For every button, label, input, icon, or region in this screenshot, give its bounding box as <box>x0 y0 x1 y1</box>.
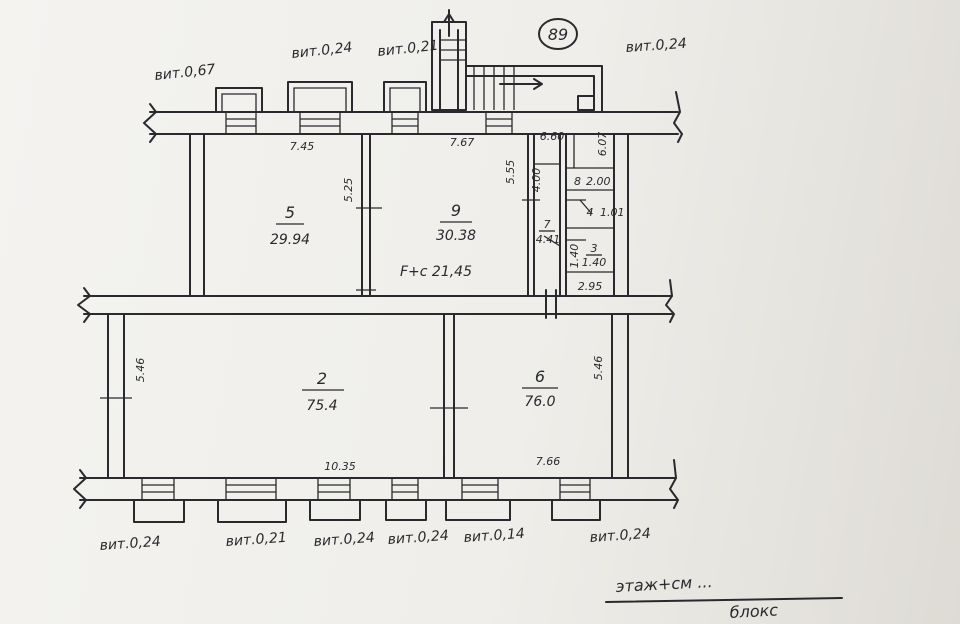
room-4: 4 1.01 <box>587 206 625 219</box>
room-area: 30.38 <box>436 228 476 244</box>
entrance-stair <box>431 9 603 113</box>
room-2: 2 75.4 <box>302 369 344 414</box>
room-number: 7 <box>544 218 551 231</box>
dimension-service-bottom: 2.95 <box>578 280 603 293</box>
title-stamp: этаж+см ... блокс <box>605 572 843 622</box>
dimension-right-end: 5.46 <box>592 356 605 381</box>
room-number: 6 <box>535 367 545 386</box>
room-area: 75.4 <box>306 398 337 414</box>
room-9: 9 30.38 <box>436 201 476 244</box>
facade-mark-bottom-2: вит.0,21 <box>225 530 287 550</box>
room-number: 9 <box>451 201 461 220</box>
top-exterior-wall <box>143 81 683 143</box>
dimension-left-end: 5.46 <box>134 358 147 383</box>
dimension-partition-2: 5.55 <box>504 160 517 185</box>
room-number: 3 <box>591 242 598 255</box>
room-number: 4 <box>587 206 594 219</box>
side-walls <box>100 133 629 479</box>
area-note: F+c 21,45 <box>400 264 472 280</box>
room-5: 5 29.94 <box>270 203 310 248</box>
dimension-service-low: 1.40 <box>568 244 581 269</box>
room-area: 2.00 <box>586 175 611 188</box>
middle-wall <box>77 279 675 323</box>
dimension-service-width: 6.60 <box>540 130 565 143</box>
room-8: 8 2.00 <box>574 175 611 188</box>
facade-mark-top-4: вит.0,24 <box>625 36 687 56</box>
facade-mark-bottom-6: вит.0,24 <box>589 526 651 546</box>
room-number: 2 <box>317 369 327 388</box>
dimension-partition-1: 5.25 <box>342 178 355 203</box>
facade-mark-top-2: вит.0,24 <box>291 40 353 62</box>
facade-mark-bottom-4: вит.0,24 <box>387 528 449 548</box>
bottom-exterior-wall <box>73 459 679 523</box>
dimension-bottom-right: 7.66 <box>536 455 561 468</box>
room-area: 76.0 <box>524 394 555 410</box>
sheet-number: 89 <box>548 25 568 44</box>
stamp-line-1: этаж+см ... <box>615 572 713 596</box>
room-area: 29.94 <box>270 232 310 248</box>
facade-mark-top-1: вит.0,67 <box>154 62 217 84</box>
sheet-number-badge: 89 <box>538 18 578 50</box>
facade-mark-bottom-3: вит.0,24 <box>313 530 375 550</box>
room-7: 7 4.41 <box>536 218 561 246</box>
room-3: 3 1.40 <box>582 242 607 269</box>
room-area: 1.01 <box>600 206 625 219</box>
facade-mark-bottom-1: вит.0,24 <box>99 534 161 554</box>
facade-mark-bottom-5: вит.0,14 <box>463 526 525 546</box>
dimension-service-corridor: 4.00 <box>530 168 543 193</box>
service-rooms <box>534 133 614 297</box>
facade-mark-top-3: вит.0,21 <box>377 38 439 60</box>
room-number: 8 <box>574 175 581 188</box>
room-area: 1.40 <box>582 256 607 269</box>
dimension-service-side: 6.07 <box>596 132 609 157</box>
dimension-top-mid-wall: 7.67 <box>450 136 475 149</box>
partitions <box>356 133 540 479</box>
stamp-line-2: блокс <box>729 600 778 622</box>
room-6: 6 76.0 <box>522 367 558 410</box>
dimension-bottom-left: 10.35 <box>324 460 356 473</box>
room-area: 4.41 <box>536 233 561 246</box>
dimension-top-left-wall: 7.45 <box>290 140 315 153</box>
room-number: 5 <box>285 203 295 222</box>
